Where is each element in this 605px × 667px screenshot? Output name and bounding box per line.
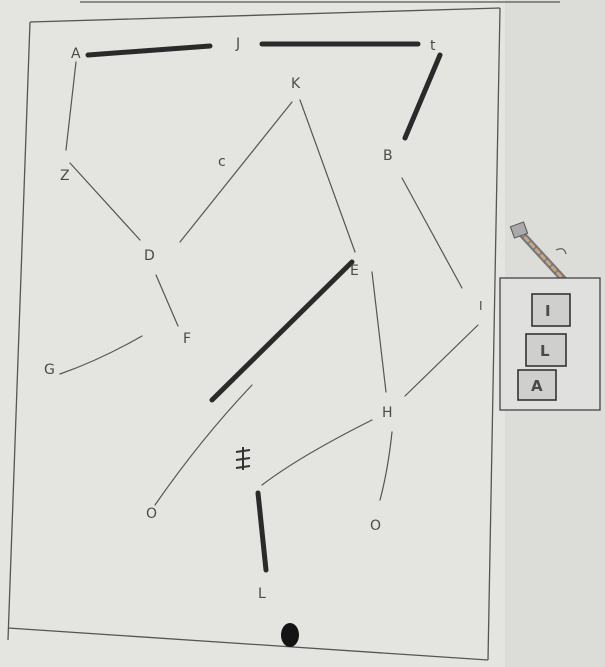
node-label-g: G: [44, 362, 55, 378]
node-label-l: L: [258, 586, 266, 602]
node-label-j: J: [235, 36, 240, 52]
node-label-o1: O: [146, 506, 157, 522]
node-label-a: A: [71, 46, 81, 62]
node-label-o2: O: [370, 518, 381, 534]
slot-panel: I L A: [500, 278, 600, 410]
node-label-f: F: [183, 331, 191, 347]
node-label-t: t: [430, 38, 436, 54]
node-label-k: K: [291, 76, 301, 92]
node-label-e: E: [350, 263, 359, 279]
node-label-i: I: [479, 299, 483, 313]
node-label-b: B: [383, 148, 393, 164]
slot-tile-1: [532, 294, 570, 326]
node-label-z: Z: [60, 168, 70, 184]
node-label-d: D: [144, 248, 155, 264]
slot-tile-2-label: L: [540, 342, 550, 360]
node-label-c: c: [218, 154, 226, 170]
node-label-h: H: [382, 405, 393, 421]
slot-tile-1-label: I: [545, 302, 551, 320]
start-dot: [281, 623, 299, 647]
slot-tile-3-label: A: [531, 377, 543, 395]
